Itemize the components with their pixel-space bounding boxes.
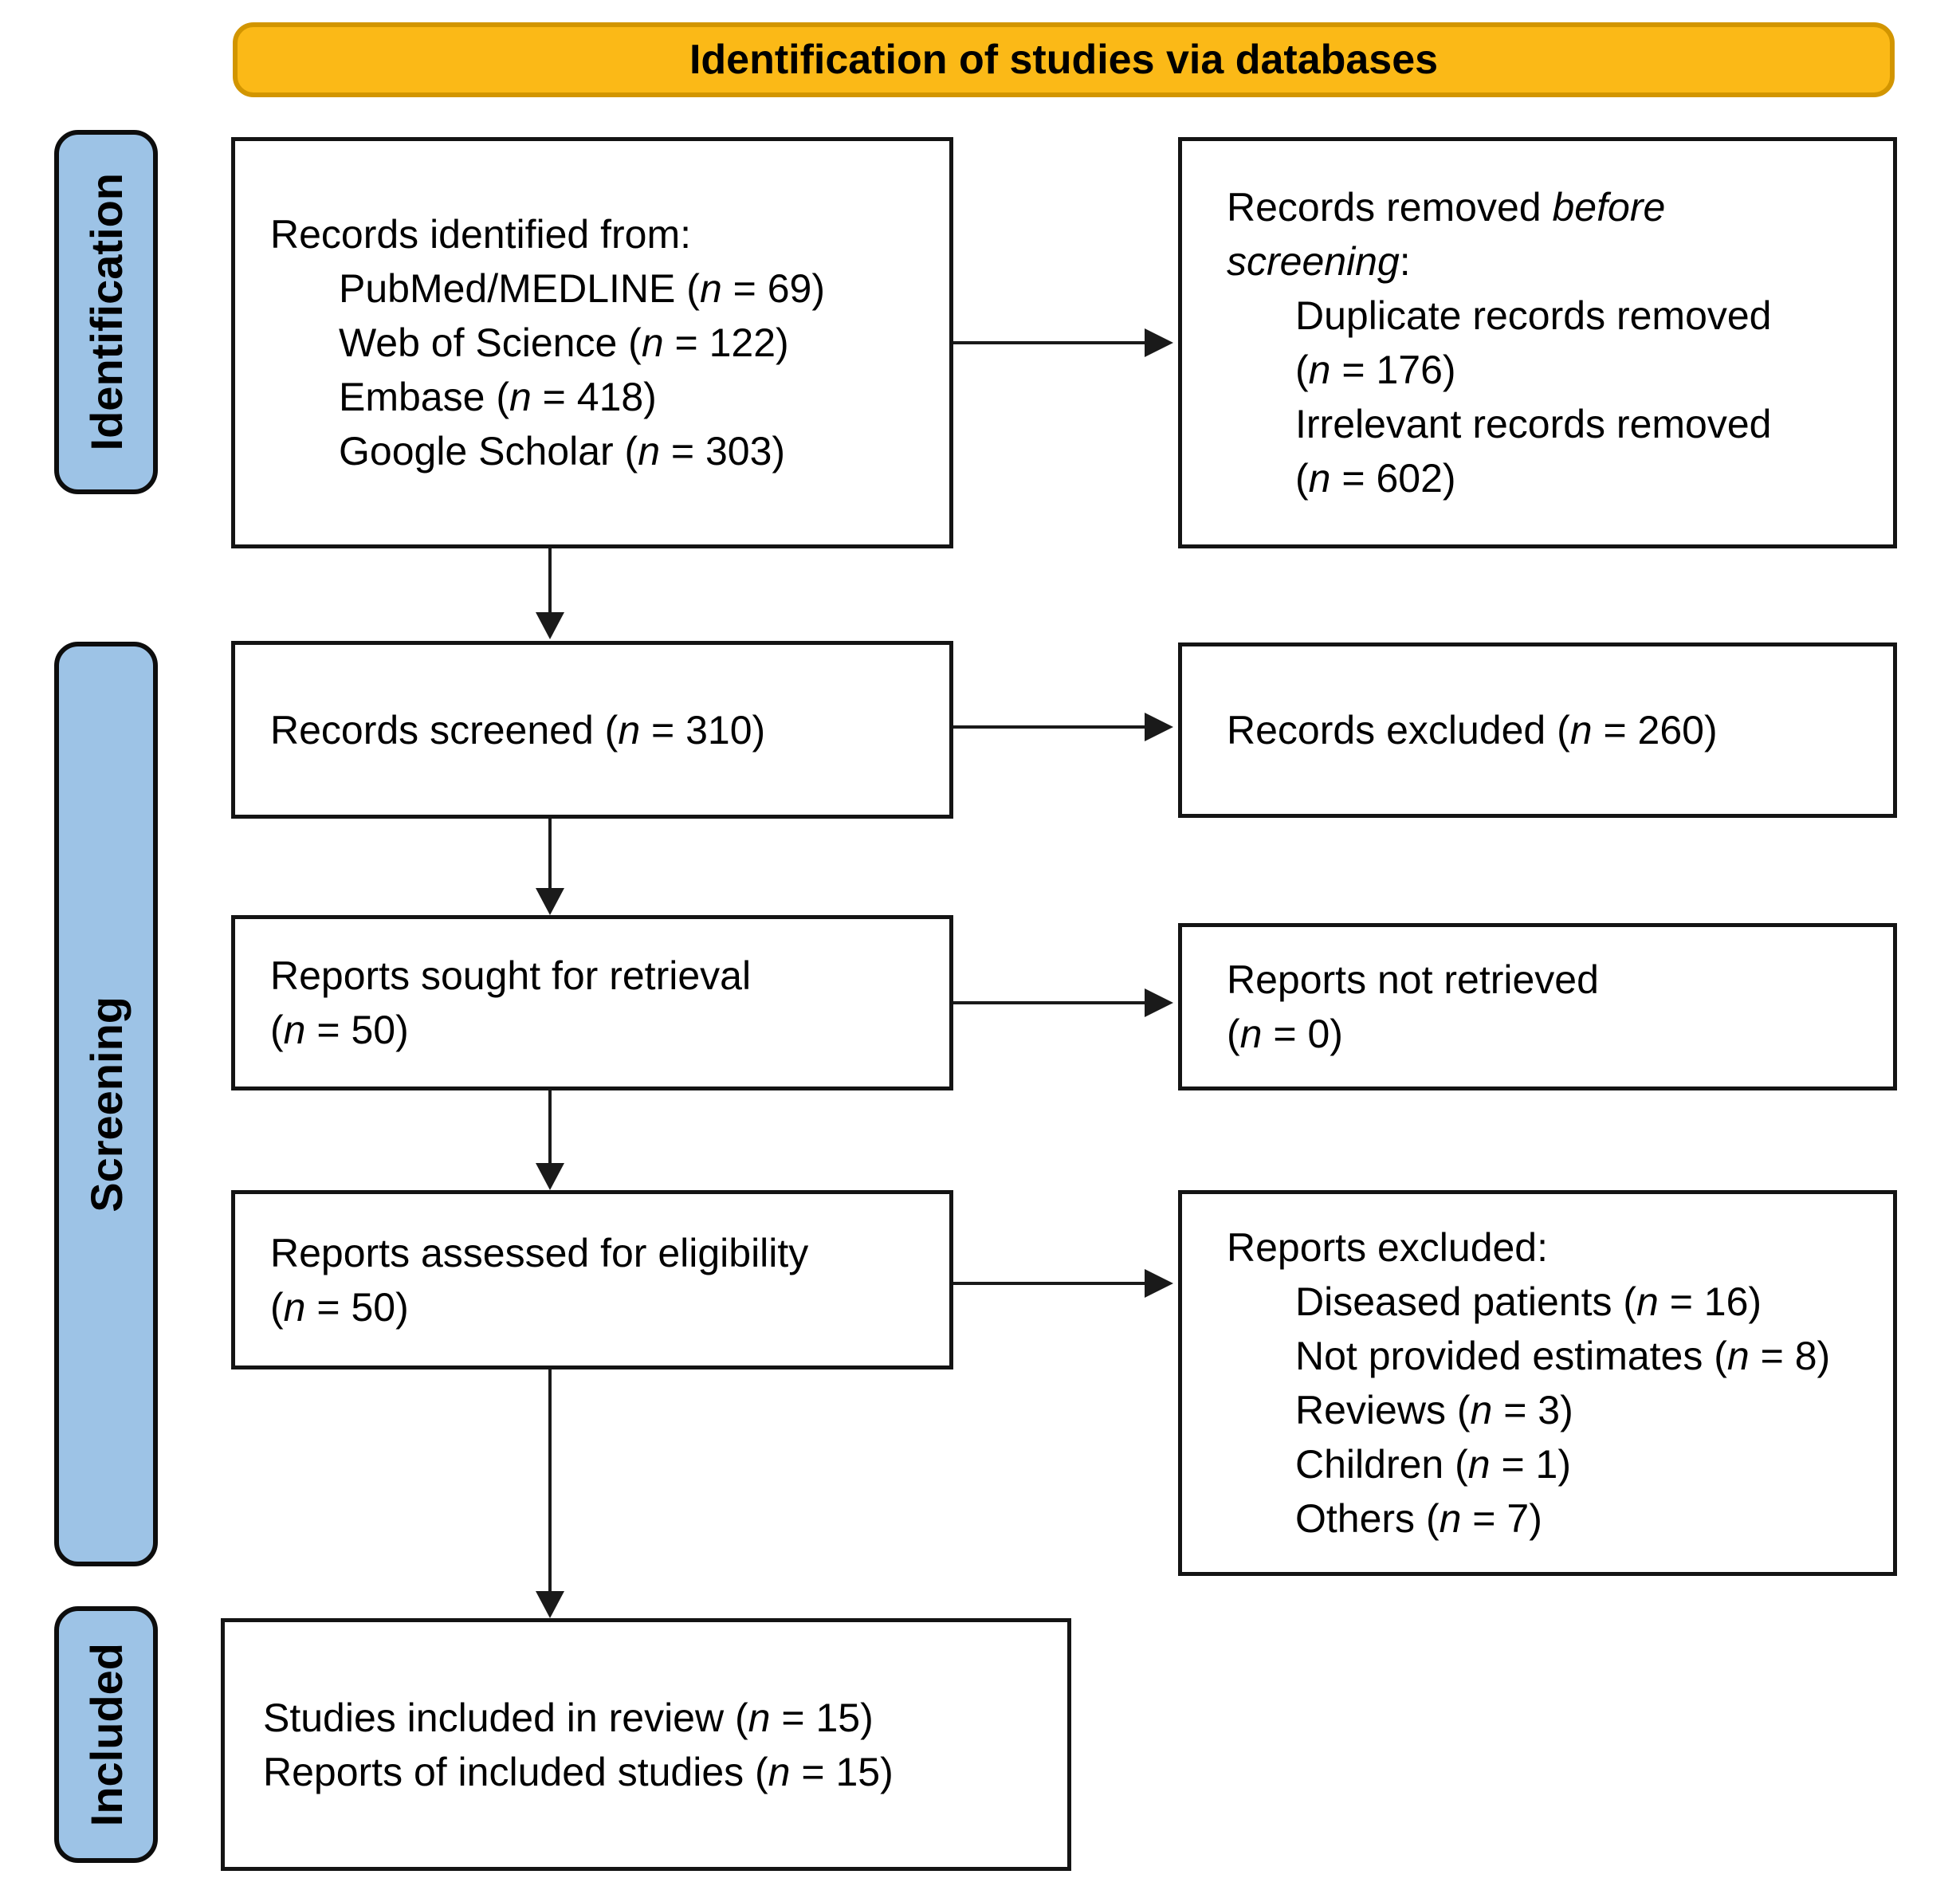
arrowhead-identified-to-screened — [536, 612, 564, 639]
box-text-line: (n = 176) — [1295, 348, 1456, 392]
box-text-line: Reports not retrieved — [1227, 957, 1599, 1002]
box-text-line: (n = 602) — [1295, 456, 1456, 501]
box-text-line: Children (n = 1) — [1295, 1442, 1572, 1487]
box-text-line: screening: — [1227, 239, 1411, 284]
box-text-line: Others (n = 7) — [1295, 1496, 1542, 1541]
box-text-line: Reports assessed for eligibility — [270, 1230, 809, 1275]
box-text-line: Reports sought for retrieval — [270, 953, 752, 998]
box-records-excluded: Records excluded (n = 260) — [1178, 642, 1897, 818]
arrowhead-sought-to-assessed — [536, 1163, 564, 1190]
box-text-line: Reports excluded: — [1227, 1225, 1549, 1270]
arrowhead-screened-to-sought — [536, 888, 564, 915]
box-text-line: Embase (n = 418) — [339, 375, 657, 419]
box-text-line: Records screened (n = 310) — [270, 707, 766, 752]
stage-tab-screening: Screening — [54, 642, 158, 1566]
box-reports-assessed: Reports assessed for eligibility (n = 50) — [231, 1190, 953, 1369]
box-text-line: Records removed before — [1227, 185, 1666, 230]
box-text-line: Records identified from: — [270, 212, 692, 257]
banner: Identification of studies via databases — [233, 22, 1895, 97]
stage-label-included: Included — [81, 1642, 132, 1827]
arrowhead-screened-to-excluded — [1145, 713, 1173, 741]
box-text-line: Not provided estimates (n = 8) — [1295, 1334, 1831, 1378]
stage-tab-included: Included — [54, 1606, 158, 1863]
box-text-line: PubMed/MEDLINE (n = 69) — [339, 266, 825, 311]
box-reports-sought: Reports sought for retrieval (n = 50) — [231, 915, 953, 1090]
stage-tab-identification: Identification — [54, 130, 158, 494]
box-text-line: Google Scholar (n = 303) — [339, 429, 786, 474]
box-reports-excluded: Reports excluded: Diseased patients (n = … — [1178, 1190, 1897, 1576]
box-reports-not-retrieved: Reports not retrieved (n = 0) — [1178, 923, 1897, 1090]
box-records-identified: Records identified from: PubMed/MEDLINE (… — [231, 137, 953, 548]
box-text-line: Web of Science (n = 122) — [339, 320, 789, 365]
box-records-screened: Records screened (n = 310) — [231, 641, 953, 819]
banner-title: Identification of studies via databases — [689, 37, 1439, 83]
box-text-line: (n = 50) — [270, 1008, 409, 1052]
arrowhead-sought-to-notretrieved — [1145, 988, 1173, 1017]
box-text-line: (n = 50) — [270, 1284, 409, 1330]
arrowhead-assessed-to-included — [536, 1591, 564, 1618]
box-text-line: Records excluded (n = 260) — [1227, 708, 1718, 752]
box-text-line: Studies included in review (n = 15) — [263, 1695, 874, 1740]
stage-label-screening: Screening — [81, 996, 132, 1212]
box-text-line: Duplicate records removed — [1295, 293, 1772, 338]
box-text-line: Irrelevant records removed — [1295, 402, 1772, 446]
arrowhead-assessed-to-reports-excluded — [1145, 1269, 1173, 1298]
box-studies-included: Studies included in review (n = 15) Repor… — [221, 1618, 1071, 1871]
box-text-line: Reports of included studies (n = 15) — [263, 1749, 894, 1794]
box-text-line: Diseased patients (n = 16) — [1295, 1279, 1762, 1324]
stage-label-identification: Identification — [81, 173, 132, 451]
box-records-removed-before-screening: Records removed before screening: Duplicat… — [1178, 137, 1897, 548]
box-text-line: Reviews (n = 3) — [1295, 1388, 1573, 1432]
arrowhead-identified-to-removed — [1145, 328, 1173, 357]
box-text-line: (n = 0) — [1227, 1012, 1343, 1056]
